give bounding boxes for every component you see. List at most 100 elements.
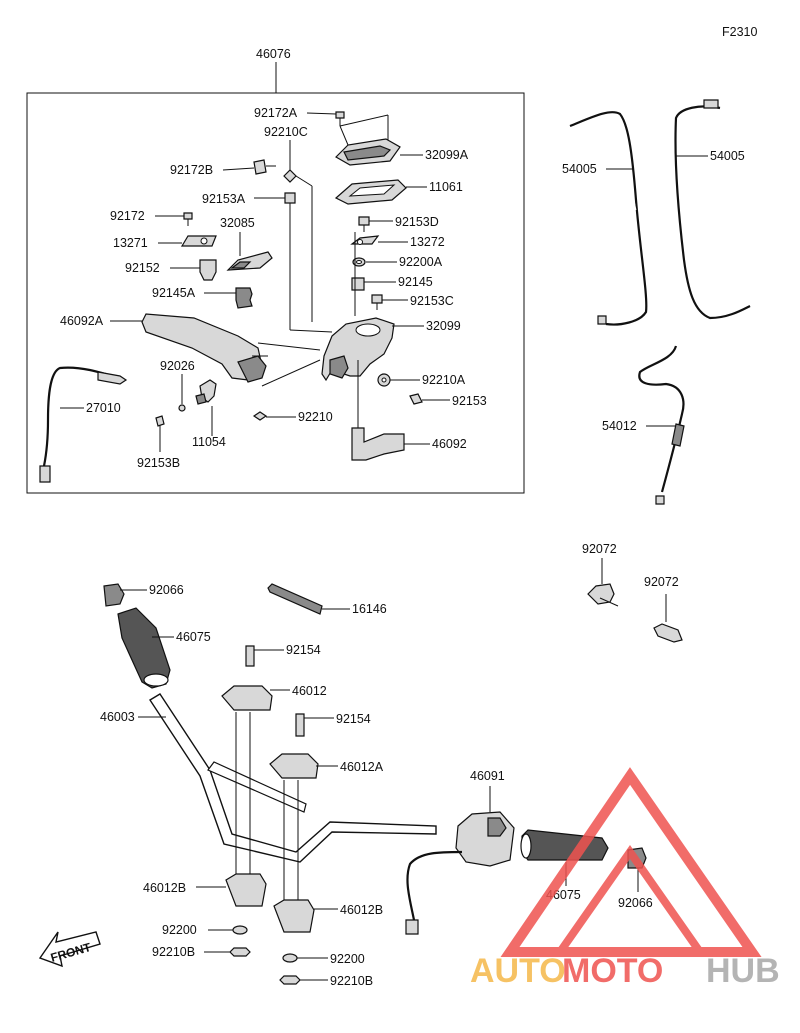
choke-cable-54012: 54012 [602, 345, 685, 505]
label-46012B-b: 46012B [340, 903, 383, 917]
label-54005-b: 54005 [710, 149, 745, 163]
grip-end-92066-left: 92066 [103, 583, 184, 607]
holder-46012: 46012 [221, 684, 327, 711]
switch-housing-46091: 46091 [405, 769, 515, 935]
weight-16146: 16146 [267, 583, 387, 616]
nut-92210A: 92210A [377, 373, 466, 387]
holder-46012B-right: 46012B [273, 899, 383, 933]
label-11054: 11054 [192, 435, 226, 449]
label-46091: 46091 [470, 769, 505, 783]
label-92210A: 92210A [422, 373, 466, 387]
plate-13271: 13271 [113, 235, 217, 250]
label-92072-a: 92072 [582, 542, 617, 556]
plate-13272: 13272 [350, 235, 445, 249]
diagram-code: F2310 [722, 25, 757, 39]
bolt-92154-b: 92154 [295, 712, 371, 737]
label-46092: 46092 [432, 437, 467, 451]
label-54005-a: 54005 [562, 162, 597, 176]
brake-switch-27010: 27010 [39, 366, 128, 483]
label-46076: 46076 [256, 47, 291, 61]
watermark-moto: MOTO [562, 952, 663, 990]
bolt-92153: 92153 [409, 393, 487, 408]
bolt-92153D: 92153D [358, 215, 439, 232]
label-92172: 92172 [110, 209, 145, 223]
ring-92200A: 92200A [352, 255, 443, 269]
label-54012: 54012 [602, 419, 637, 433]
throttle-cable-54005-b: 54005 [674, 99, 751, 320]
screw-92153B: 92153B [137, 415, 180, 470]
label-46012B-a: 46012B [143, 881, 186, 895]
label-92153D: 92153D [395, 215, 439, 229]
label-92210B-b: 92210B [330, 974, 373, 988]
pivot-92152: 92152 [125, 259, 217, 281]
label-16146: 16146 [352, 602, 387, 616]
handlebar-46003: 46003 [100, 693, 437, 863]
reservoir-cap-screw-92172A: 92172A [254, 106, 345, 126]
label-32099A: 32099A [425, 148, 469, 162]
bolt-92153C: 92153C [371, 294, 454, 310]
label-92153C: 92153C [410, 294, 454, 308]
label-13272: 13272 [410, 235, 445, 249]
screw-92172: 92172 [110, 209, 193, 226]
label-92210B-a: 92210B [152, 945, 195, 959]
bolt-92153A: 92153A [202, 192, 296, 214]
front-direction-arrow: FRONT [38, 931, 101, 968]
clamp-92072-b: 92072 [644, 575, 683, 643]
holder-46012A: 46012A [269, 753, 384, 779]
label-46092A: 46092A [60, 314, 104, 328]
screw-92172B: 92172B [170, 159, 276, 177]
label-92152: 92152 [125, 261, 160, 275]
label-92066-a: 92066 [149, 583, 184, 597]
spring-92145: 92145 [351, 275, 433, 291]
grip-46075-left: 46075 [117, 607, 211, 689]
label-92172A: 92172A [254, 106, 298, 120]
bolt-92154-a: 92154 [245, 643, 321, 667]
label-92145A: 92145A [152, 286, 196, 300]
label-46003: 46003 [100, 710, 135, 724]
washer-92210C: 92210C [264, 125, 308, 183]
diaphragm-plate-11061: 11061 [334, 179, 463, 205]
label-11061: 11061 [429, 180, 463, 194]
automotohub-watermark: AUTO MOTO HUB [470, 767, 780, 990]
nut-92210B-left: 92210B [152, 945, 251, 959]
spring-92145A: 92145A [152, 286, 253, 309]
label-92066-b: 92066 [618, 896, 653, 910]
label-32099: 32099 [426, 319, 461, 333]
brake-lever-46092A: 46092A [60, 313, 267, 383]
label-46075-a: 46075 [176, 630, 211, 644]
reservoir-cap-32099A: 32099A [335, 114, 469, 166]
label-46012A: 46012A [340, 760, 384, 774]
label-92210: 92210 [298, 410, 333, 424]
washer-92210: 92210 [252, 410, 333, 424]
washer-92200-right: 92200 [282, 952, 365, 966]
label-92072-b: 92072 [644, 575, 679, 589]
watermark-auto: AUTO [470, 952, 566, 990]
label-92153A: 92153A [202, 192, 246, 206]
label-13271: 13271 [113, 236, 148, 250]
label-92200A: 92200A [399, 255, 443, 269]
label-92145: 92145 [398, 275, 433, 289]
label-92210C: 92210C [264, 125, 308, 139]
clamp-46092: 46092 [351, 360, 467, 461]
bracket-32085: 32085 [220, 216, 273, 271]
label-92200-b: 92200 [330, 952, 365, 966]
label-27010: 27010 [86, 401, 121, 415]
watermark-hub: HUB [706, 952, 780, 990]
label-92172B: 92172B [170, 163, 213, 177]
pin-92026: 92026 [160, 359, 195, 412]
label-46012: 46012 [292, 684, 327, 698]
label-92154-b: 92154 [336, 712, 371, 726]
holder-46012B-left: 46012B [143, 873, 267, 907]
label-92153B: 92153B [137, 456, 180, 470]
label-32085: 32085 [220, 216, 255, 230]
master-cylinder-32099: 32099 [321, 232, 461, 382]
clamp-92072-a: 92072 [582, 542, 619, 607]
label-92026: 92026 [160, 359, 195, 373]
label-92154-a: 92154 [286, 643, 321, 657]
throttle-cable-54005-a: 54005 [562, 111, 648, 326]
nut-92210B-right: 92210B [279, 974, 373, 988]
master-cylinder-assembly-box: 46076 [26, 47, 525, 494]
label-92200-a: 92200 [162, 923, 197, 937]
washer-92200-left: 92200 [162, 923, 248, 937]
